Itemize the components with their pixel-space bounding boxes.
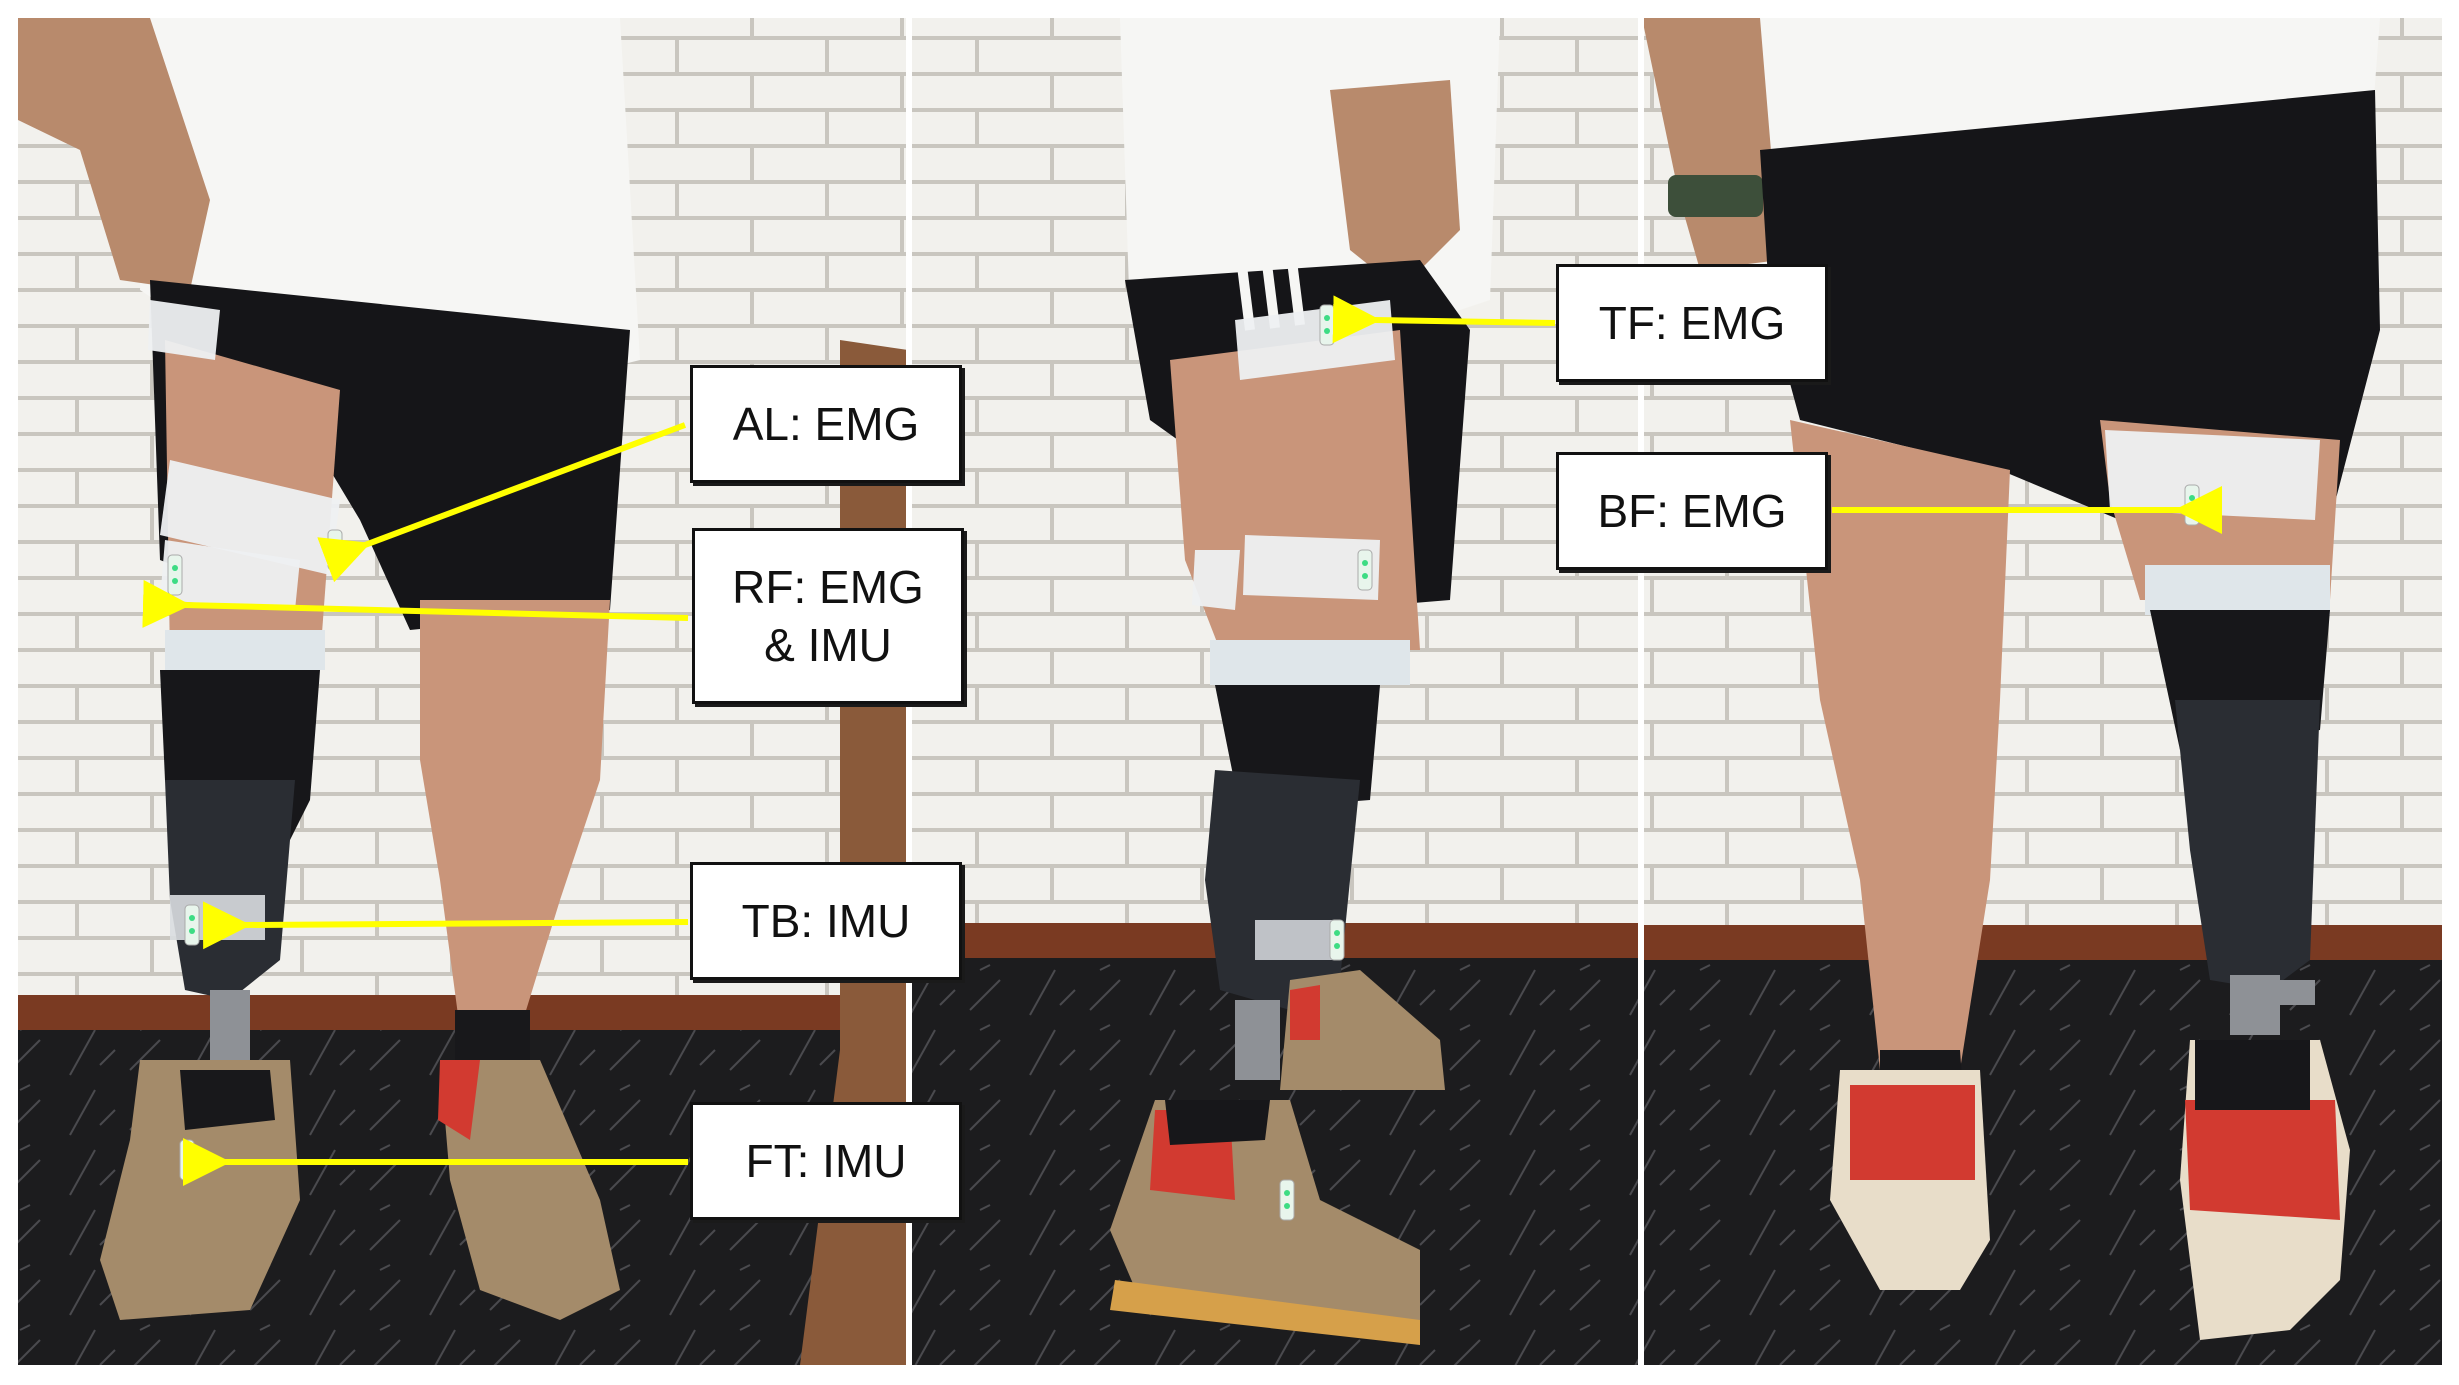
label-tf-text: TF: EMG bbox=[1598, 297, 1786, 349]
arrow-tf bbox=[1332, 295, 1556, 344]
label-tb-text: TB: IMU bbox=[741, 895, 911, 947]
panel-back-view bbox=[1642, 18, 2442, 1365]
label-bf-emg: BF: EMG bbox=[1556, 452, 1828, 570]
label-rf-text-line2: & IMU bbox=[764, 619, 892, 671]
label-ft-imu: FT: IMU bbox=[690, 1102, 962, 1220]
panel-side-view bbox=[910, 18, 1640, 1365]
label-rf-emg-imu: RF: EMG & IMU bbox=[692, 528, 964, 704]
label-ft-text: FT: IMU bbox=[745, 1135, 907, 1187]
panel-separator bbox=[1638, 18, 1644, 1365]
arrow-rf bbox=[142, 579, 689, 628]
label-bf-text: BF: EMG bbox=[1597, 485, 1787, 537]
annotation-arrows bbox=[142, 295, 2222, 1186]
panel-front-view bbox=[18, 18, 908, 1365]
label-tb-imu: TB: IMU bbox=[690, 862, 962, 980]
label-al-text: AL: EMG bbox=[732, 398, 920, 450]
arrow-al bbox=[317, 422, 687, 583]
label-tf-emg: TF: EMG bbox=[1556, 264, 1828, 382]
label-al-emg: AL: EMG bbox=[690, 365, 962, 483]
arrow-tb bbox=[202, 901, 689, 950]
label-rf-text-line1: RF: EMG bbox=[732, 561, 924, 613]
